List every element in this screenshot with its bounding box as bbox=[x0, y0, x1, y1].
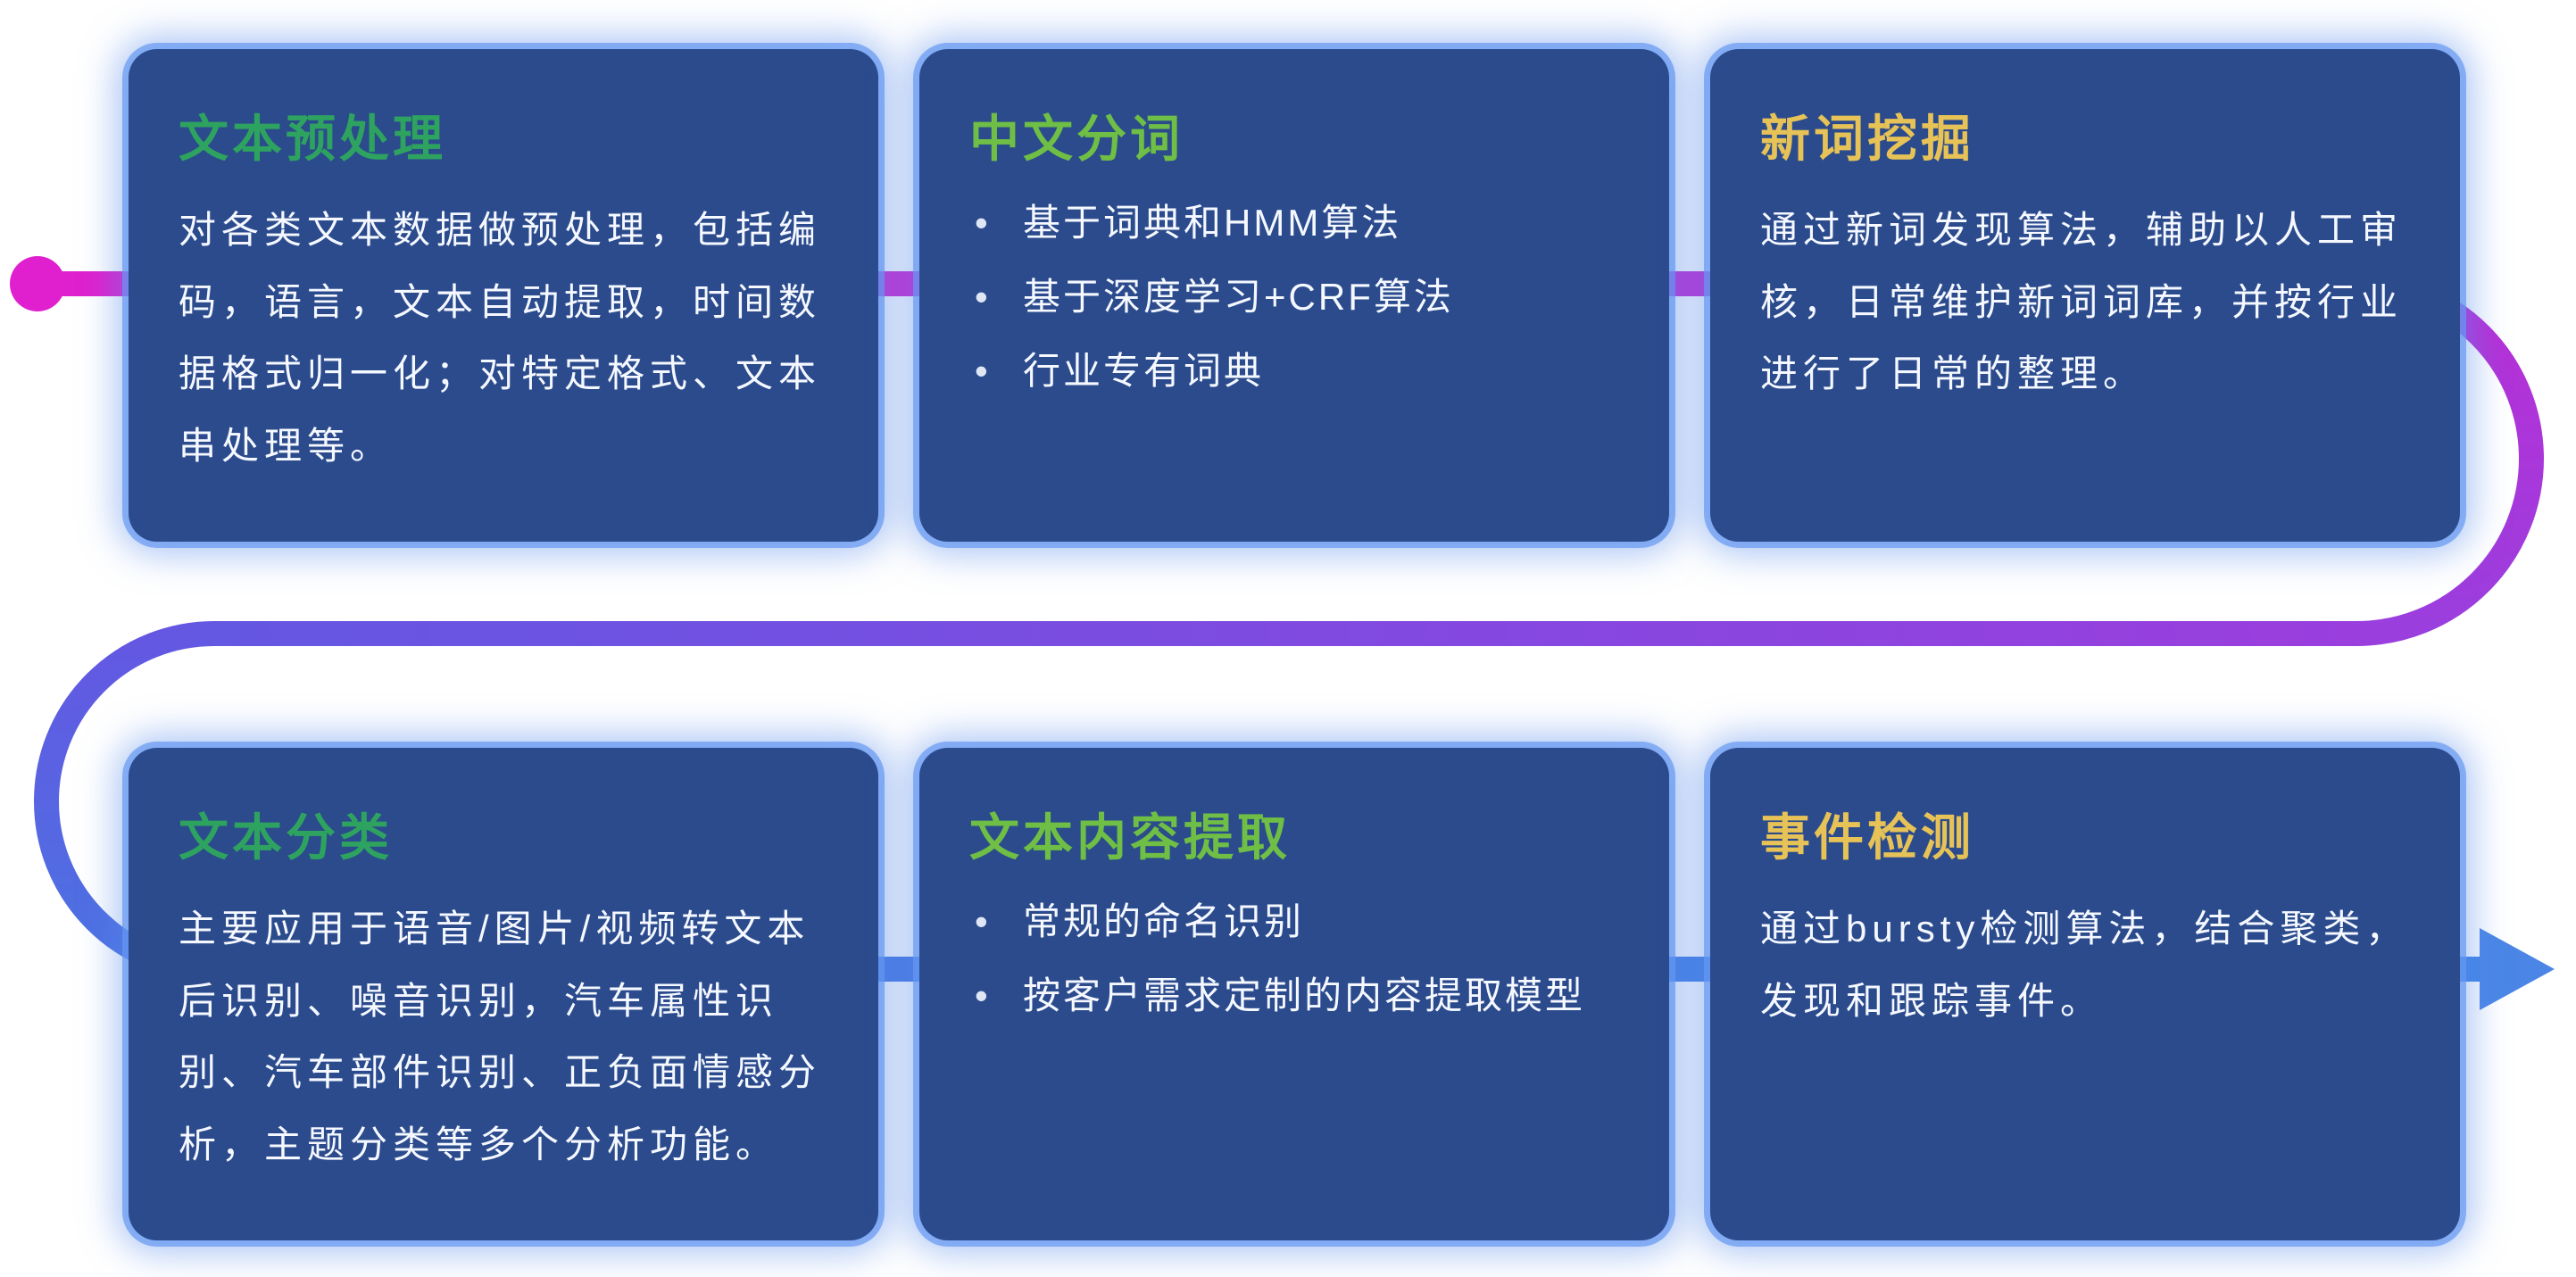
card-body: 对各类文本数据做预处理，包括编码，语言，文本自动提取，时间数据格式归一化；对特定… bbox=[179, 209, 822, 467]
card-title: 事件检测 bbox=[1760, 809, 1974, 866]
bullet-item: 行业专有词典 bbox=[969, 343, 1619, 399]
bullet-item: 按客户需求定制的内容提取模型 bbox=[969, 967, 1619, 1024]
card-text-classification: 文本分类 主要应用于语音/图片/视频转文本后识别、噪音识别，汽车属性识别、汽车部… bbox=[129, 748, 878, 1240]
card-title: 新词挖掘 bbox=[1760, 111, 1974, 167]
card-body: 通过新词发现算法，辅助以人工审核，日常维护新词词库，并按行业进行了日常的整理。 bbox=[1760, 209, 2404, 395]
card-title: 文本内容提取 bbox=[969, 809, 1291, 866]
card-text-content-extraction: 文本内容提取 常规的命名识别 按客户需求定制的内容提取模型 bbox=[919, 748, 1669, 1240]
card-body: 通过bursty检测算法，结合聚类，发现和跟踪事件。 bbox=[1760, 908, 2409, 1022]
card-title: 中文分词 bbox=[969, 111, 1184, 167]
card-bullet-list: 常规的命名识别 按客户需求定制的内容提取模型 bbox=[969, 893, 1619, 1024]
card-new-word-mining: 新词挖掘 通过新词发现算法，辅助以人工审核，日常维护新词词库，并按行业进行了日常… bbox=[1710, 49, 2460, 542]
flow-start-dot-icon bbox=[10, 256, 65, 311]
card-text-preprocessing: 文本预处理 对各类文本数据做预处理，包括编码，语言，文本自动提取，时间数据格式归… bbox=[129, 49, 878, 542]
bullet-item: 基于词典和HMM算法 bbox=[969, 195, 1619, 251]
card-event-detection: 事件检测 通过bursty检测算法，结合聚类，发现和跟踪事件。 bbox=[1710, 748, 2460, 1240]
card-title: 文本预处理 bbox=[179, 111, 446, 167]
card-bullet-list: 基于词典和HMM算法 基于深度学习+CRF算法 行业专有词典 bbox=[969, 195, 1619, 399]
bullet-item: 常规的命名识别 bbox=[969, 893, 1619, 949]
card-chinese-word-segmentation: 中文分词 基于词典和HMM算法 基于深度学习+CRF算法 行业专有词典 bbox=[919, 49, 1669, 542]
card-body: 主要应用于语音/图片/视频转文本后识别、噪音识别，汽车属性识别、汽车部件识别、正… bbox=[179, 908, 822, 1165]
bullet-item: 基于深度学习+CRF算法 bbox=[969, 269, 1619, 325]
flow-arrow-icon bbox=[2480, 928, 2555, 1010]
card-title: 文本分类 bbox=[179, 809, 393, 866]
